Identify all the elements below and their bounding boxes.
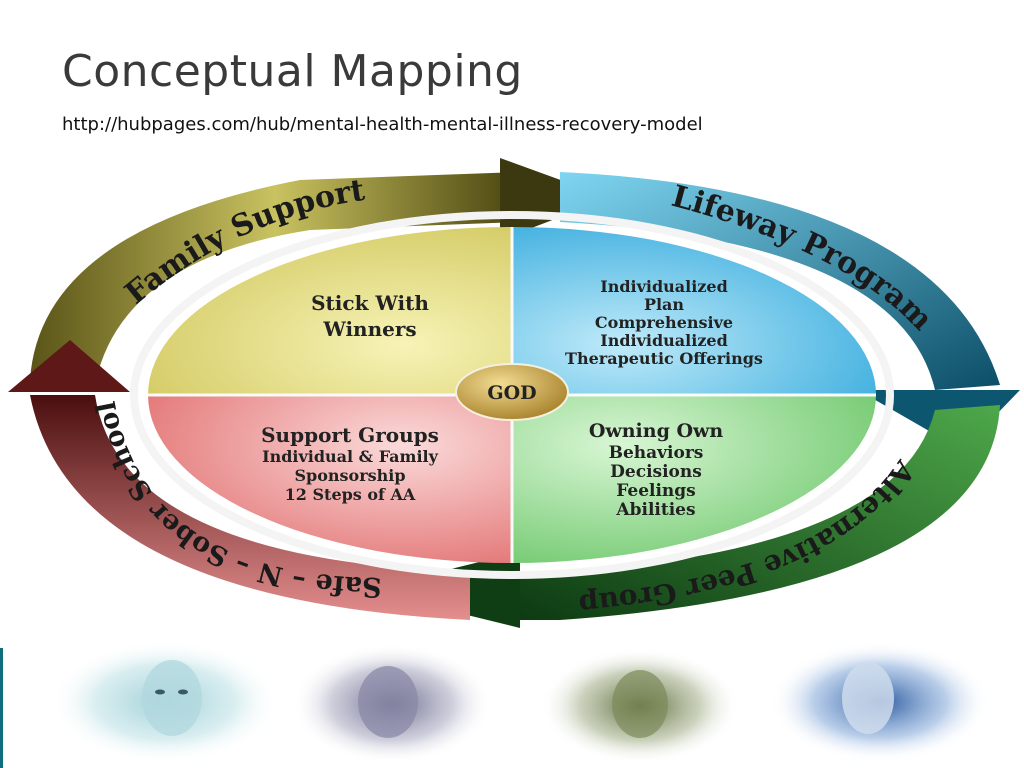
q-tr-line-1: Individualized [600,277,728,296]
q-bl-line-3: Sponsorship [294,466,405,485]
quadrant-top-right-text: Individualized Plan Comprehensive Indivi… [565,277,763,368]
quadrant-top-left [148,227,512,395]
slide-title: Conceptual Mapping [62,46,523,97]
center-badge [455,363,569,421]
source-url: http://hubpages.com/hub/mental-health-me… [62,114,703,135]
slide-accent-bar [0,648,3,768]
quadrant-bottom-right-text: Owning Own Behaviors Decisions Feelings … [589,420,724,520]
ring-segment-lifeway-program [560,172,1000,390]
q-tr-line-3: Comprehensive [595,313,733,332]
faces-strip [0,640,1024,768]
man-face-icon [292,644,492,764]
ring-arrow-left [8,340,130,392]
q-br-line-1: Owning Own [589,420,724,442]
q-br-line-2: Behaviors [609,443,704,463]
quadrant-top-left-text: Stick With Winners [311,291,429,341]
q-tr-line-2: Plan [644,295,684,314]
inner-white-ring [130,211,894,579]
q-br-line-3: Decisions [610,462,702,482]
q-tl-line-1: Stick With [311,291,429,315]
quadrant-bottom-right [512,395,876,563]
q-tl-line-2: Winners [322,317,416,341]
q-bl-line-2: Individual & Family [262,447,439,466]
quadrant-bottom-left-text: Support Groups Individual & Family Spons… [261,423,439,504]
woman-profile-icon [770,642,990,762]
young-woman-face-icon [50,640,280,764]
q-bl-line-4: 12 Steps of AA [285,485,416,504]
q-tr-line-5: Therapeutic Offerings [565,349,763,368]
recovery-model-diagram: Family Support Lifeway Program Alternati… [0,150,1024,640]
recovery-model-svg: Family Support Lifeway Program Alternati… [8,158,1020,628]
faces-svg [50,640,990,764]
center-label: GOD [487,382,536,404]
quadrant-bottom-left [148,395,512,563]
quadrants [148,227,876,563]
quadrant-top-right [512,227,876,395]
q-tr-line-4: Individualized [600,331,728,350]
q-bl-line-1: Support Groups [261,423,439,447]
ring-arrow-top [500,158,610,240]
q-br-line-4: Feelings [616,481,696,501]
q-br-line-5: Abilities [615,500,695,520]
teen-face-icon [540,648,740,764]
